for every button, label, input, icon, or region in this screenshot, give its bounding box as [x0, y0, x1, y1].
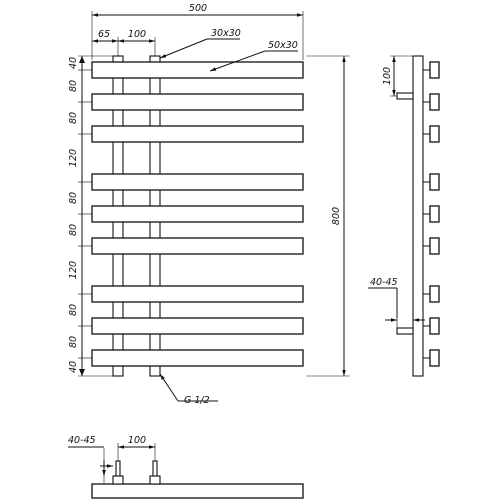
- spacing-label-10: 40: [68, 361, 79, 373]
- spacing-label-5: 80: [68, 192, 79, 204]
- offset-left-label: 65: [98, 29, 110, 40]
- side-view: 100 40-45: [368, 55, 440, 377]
- front-view: 500 65 100 30x30 50x30 800: [68, 3, 350, 406]
- bar-profile-label: 50x30: [268, 40, 298, 51]
- pipe-position-dimensions: 65 100: [92, 29, 156, 56]
- overall-width-dimension: 500: [91, 3, 304, 60]
- spacing-label-3: 80: [68, 112, 79, 124]
- bottom-right-stub: [152, 460, 158, 477]
- bottom-left-stub: [115, 460, 121, 477]
- vertical-profile-callout: 30x30: [159, 28, 241, 59]
- spacing-label-4: 120: [68, 149, 79, 167]
- overall-height-label: 800: [331, 207, 342, 225]
- side-bottom-connection: [396, 327, 414, 335]
- side-height-dimension: 100: [382, 55, 413, 97]
- bar-2: [91, 93, 304, 111]
- spacing-dimension-chain: 40 80 80 120 80 80 120 80 80 40: [68, 55, 113, 377]
- bar-5: [91, 205, 304, 223]
- connection-offset-callout: 40-45: [368, 277, 425, 334]
- spacing-label-7: 120: [68, 261, 79, 279]
- vertical-profile-label: 30x30: [211, 28, 241, 39]
- side-top-connection: [396, 92, 414, 100]
- bar-1: [91, 61, 304, 79]
- bottom-left-base: [112, 475, 124, 485]
- spacing-label-6: 80: [68, 224, 79, 236]
- side-vertical-pipe: [412, 55, 424, 377]
- bar-3: [91, 125, 304, 143]
- bar-9: [91, 349, 304, 367]
- bottom-bar: [91, 483, 304, 499]
- connection-offset-label: 40-45: [370, 277, 398, 288]
- bar-profile-callout: 50x30: [209, 40, 298, 72]
- bottom-dimensions: 100 40-45: [68, 435, 156, 484]
- thread-callout: G 1/2: [159, 373, 218, 406]
- thread-label: G 1/2: [184, 395, 210, 406]
- spacing-label-2: 80: [68, 80, 79, 92]
- spacing-label-1: 40: [68, 57, 79, 69]
- bottom-right-base: [149, 475, 161, 485]
- overall-width-label: 500: [189, 3, 207, 14]
- bar-7: [91, 285, 304, 303]
- horizontal-bars: [91, 61, 304, 367]
- pipe-spacing-label: 100: [128, 29, 146, 40]
- overall-height-dimension: 800: [306, 55, 350, 377]
- bar-4: [91, 173, 304, 191]
- spacing-label-9: 80: [68, 336, 79, 348]
- bottom-view: 100 40-45: [68, 435, 304, 499]
- spacing-label-8: 80: [68, 304, 79, 316]
- side-bar-ends: [423, 61, 440, 367]
- bar-6: [91, 237, 304, 255]
- side-height-label: 100: [382, 67, 393, 85]
- bottom-offset-label: 40-45: [68, 435, 96, 446]
- bar-8: [91, 317, 304, 335]
- bottom-spacing-label: 100: [128, 435, 146, 446]
